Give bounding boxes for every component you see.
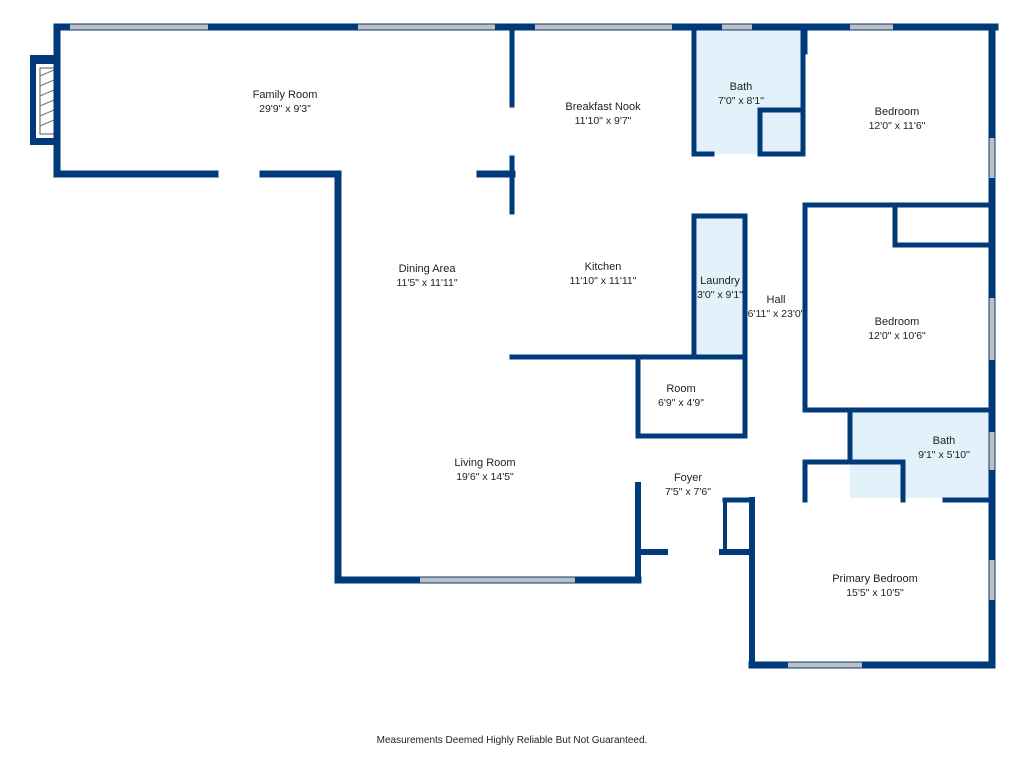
- room-dims-breakfast-nook: 11'10" x 9'7": [575, 115, 632, 127]
- room-name-kitchen: Kitchen: [585, 261, 622, 273]
- walls: [53, 23, 999, 669]
- room-dims-primary-bedroom: 15'5" x 10'5": [846, 587, 904, 599]
- room-name-bath-1: Bath: [730, 81, 753, 93]
- bath-fills: [697, 30, 990, 498]
- disclaimer-text: Measurements Deemed Highly Reliable But …: [376, 735, 648, 746]
- room-name-room: Room: [666, 383, 695, 395]
- room-dims-kitchen: 11'10" x 11'11": [570, 275, 637, 287]
- room-dims-laundry: 3'0" x 9'1": [697, 289, 743, 301]
- room-name-family-room: Family Room: [253, 89, 318, 101]
- room-name-foyer: Foyer: [674, 472, 702, 484]
- room-labels: Family Room 29'9" x 9'3" Breakfast Nook …: [253, 81, 971, 599]
- room-dims-bath-1: 7'0" x 8'1": [718, 95, 764, 107]
- room-dims-family-room: 29'9" x 9'3": [259, 103, 311, 115]
- windows: [70, 24, 995, 668]
- room-dims-foyer: 7'5" x 7'6": [665, 486, 711, 498]
- bath-1-fill: [697, 30, 803, 154]
- laundry-fill: [697, 216, 743, 356]
- room-dims-bedroom-2: 12'0" x 10'6": [868, 330, 926, 342]
- room-name-bedroom-2: Bedroom: [875, 316, 920, 328]
- room-name-breakfast-nook: Breakfast Nook: [565, 101, 641, 113]
- bath-2-fill: [850, 410, 990, 498]
- room-dims-living-room: 19'6" x 14'5": [456, 471, 514, 483]
- room-dims-hall: 6'11" x 23'0": [748, 308, 805, 320]
- room-name-hall: Hall: [767, 294, 786, 306]
- room-name-laundry: Laundry: [700, 275, 740, 287]
- room-name-dining-area: Dining Area: [399, 263, 457, 275]
- room-name-bedroom-1: Bedroom: [875, 106, 920, 118]
- room-dims-dining-area: 11'5" x 11'11": [396, 277, 457, 289]
- room-name-living-room: Living Room: [454, 457, 515, 469]
- room-dims-room: 6'9" x 4'9": [658, 397, 704, 409]
- room-dims-bath-2: 9'1" x 5'10": [918, 449, 970, 461]
- room-name-bath-2: Bath: [933, 435, 956, 447]
- room-name-primary-bedroom: Primary Bedroom: [832, 573, 918, 585]
- room-dims-bedroom-1: 12'0" x 11'6": [869, 120, 926, 132]
